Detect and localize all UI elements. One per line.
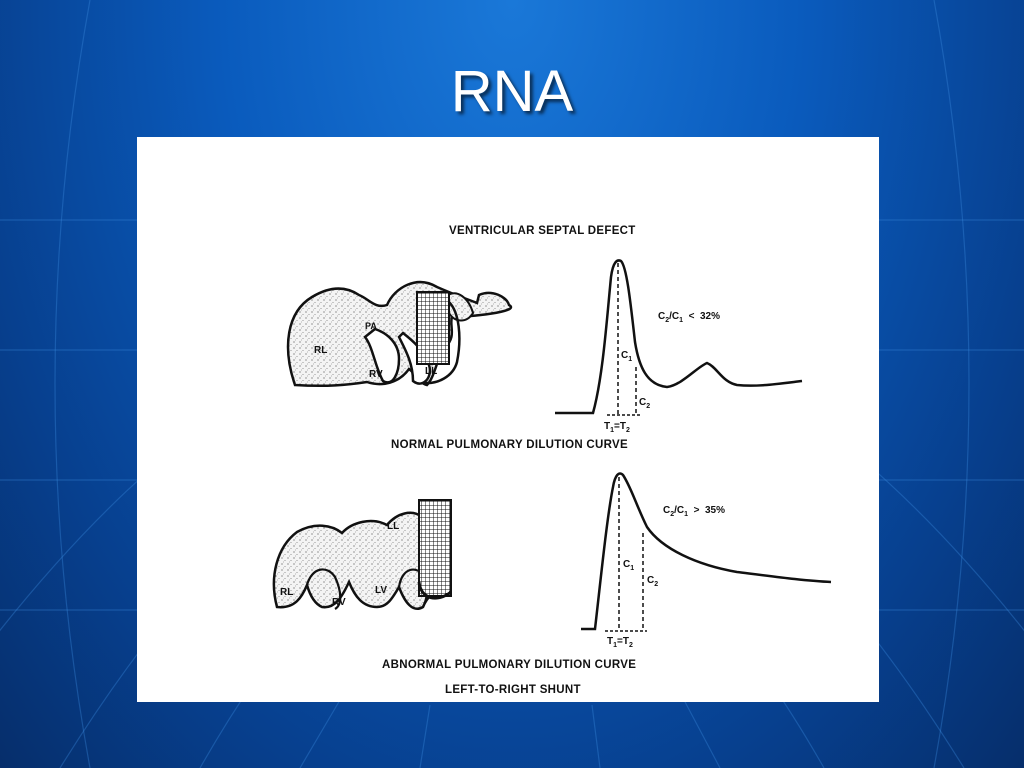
svg-text:C1: C1 [621, 350, 632, 363]
svg-text:C1: C1 [623, 559, 634, 572]
label-pa: PA [365, 321, 377, 331]
label-rv-2: RV [332, 597, 346, 608]
normal-heart-diagram: RL PA RV LL [286, 281, 513, 388]
vsd-diagram: VENTRICULAR SEPTAL DEFECT RL PA RV LL C1… [272, 225, 832, 696]
label-rv: RV [369, 369, 383, 380]
abnormal-ratio: C2/C1 > 35% [663, 505, 725, 518]
label-ll-2: LL [387, 521, 399, 532]
svg-text:C2: C2 [647, 575, 658, 588]
svg-text:T1=T2: T1=T2 [604, 421, 630, 434]
svg-text:C2: C2 [639, 397, 650, 410]
label-rl-2: RL [280, 587, 293, 598]
normal-ratio: C2/C1 < 32% [658, 311, 720, 324]
abnormal-dilution-curve: C1 C2 T1=T2 C2/C1 > 35% [581, 472, 832, 649]
normal-caption: NORMAL PULMONARY DILUTION CURVE [391, 439, 628, 451]
abnormal-heart-diagram: RL RV LV LL [272, 499, 452, 610]
vsd-figure: VENTRICULAR SEPTAL DEFECT RL PA RV LL C1… [137, 137, 879, 702]
slide-title: RNA [450, 59, 574, 124]
normal-dilution-curve: C1 C2 T1=T2 C2/C1 < 32% [555, 259, 803, 434]
figure-heading: VENTRICULAR SEPTAL DEFECT [449, 225, 636, 237]
label-ll: LL [425, 366, 437, 377]
label-rl: RL [314, 345, 327, 356]
svg-text:T1=T2: T1=T2 [607, 636, 633, 649]
label-lv: LV [375, 585, 387, 596]
shunt-caption: LEFT-TO-RIGHT SHUNT [445, 684, 581, 696]
abnormal-caption: ABNORMAL PULMONARY DILUTION CURVE [382, 659, 636, 671]
